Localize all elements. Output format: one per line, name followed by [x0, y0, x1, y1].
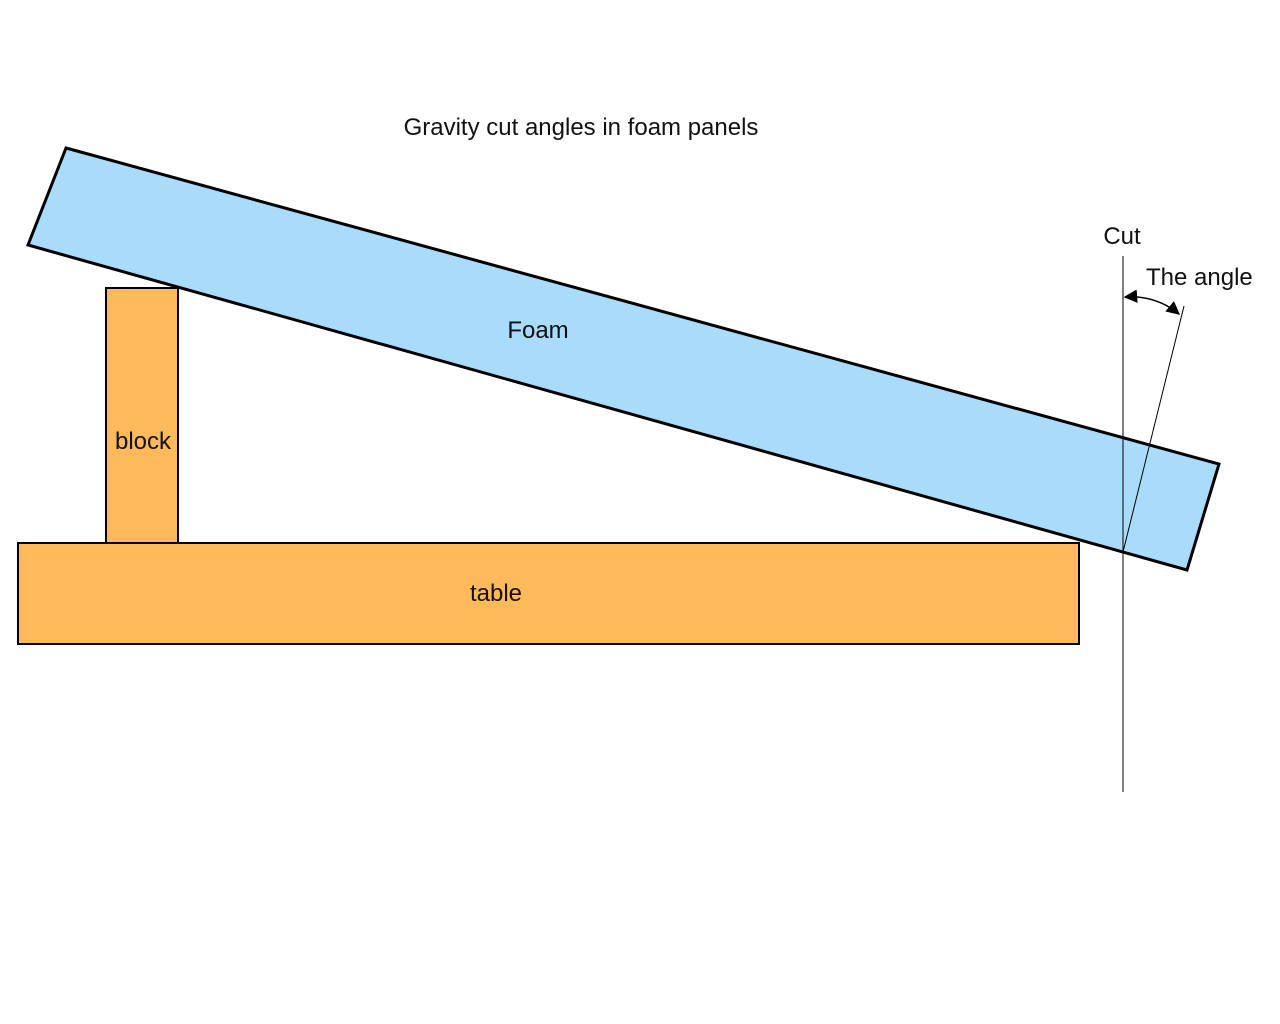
cut-label: Cut [1103, 223, 1141, 250]
foam-label: Foam [507, 317, 568, 344]
foam-panel-shape [25, 146, 1221, 572]
cut-angle-line [1122, 305, 1185, 553]
table-label: table [470, 580, 522, 607]
angle-label: The angle [1146, 264, 1253, 291]
diagram-title: Gravity cut angles in foam panels [404, 114, 759, 141]
angle-arc-arrow [1123, 289, 1181, 315]
block-label: block [115, 428, 172, 455]
block-shape [105, 287, 179, 544]
table-shape [17, 542, 1080, 645]
